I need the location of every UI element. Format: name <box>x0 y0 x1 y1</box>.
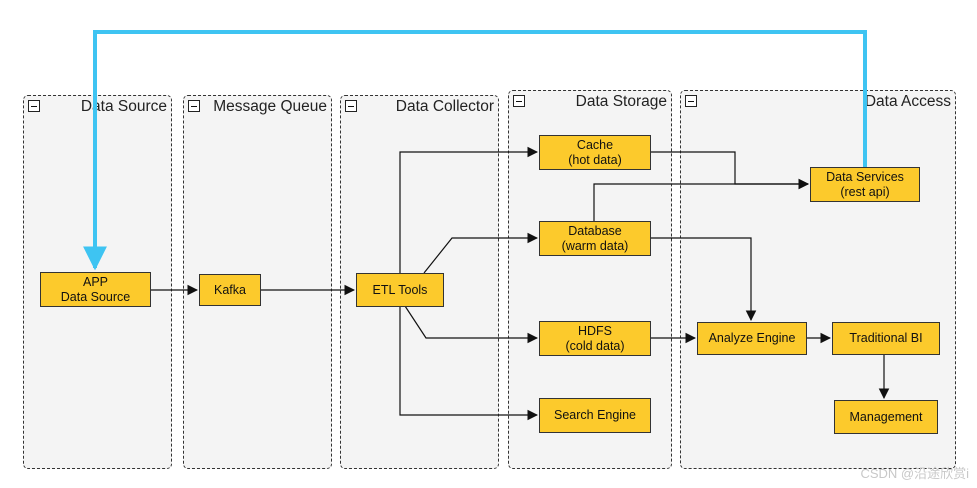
watermark: CSDN @沿途欣赏i <box>860 466 969 481</box>
node-management[interactable]: Management <box>834 400 938 434</box>
node-label: Cache <box>576 137 614 152</box>
collapse-minus-icon[interactable] <box>685 95 697 107</box>
node-label: Management <box>849 409 923 424</box>
node-database[interactable]: Database (warm data) <box>539 221 651 256</box>
node-label: HDFS <box>577 323 613 338</box>
lane-header: Message Queue <box>184 96 331 118</box>
node-label: (rest api) <box>840 184 890 199</box>
lane-header: Data Storage <box>509 91 671 113</box>
node-app-data-source[interactable]: APP Data Source <box>40 272 151 307</box>
lane-header: Data Access <box>681 91 955 113</box>
node-label: ETL Tools <box>372 282 428 297</box>
node-label: (hot data) <box>568 152 622 167</box>
node-cache[interactable]: Cache (hot data) <box>539 135 651 170</box>
node-analyze-engine[interactable]: Analyze Engine <box>697 322 807 355</box>
lane-title: Data Access <box>864 93 951 110</box>
node-label: (cold data) <box>565 338 625 353</box>
node-data-services[interactable]: Data Services (rest api) <box>810 167 920 202</box>
node-label: Analyze Engine <box>708 331 796 345</box>
lane-title: Data Source <box>80 98 167 115</box>
node-kafka[interactable]: Kafka <box>199 274 261 306</box>
node-label: Kafka <box>214 282 246 297</box>
node-label: Data Source <box>60 289 131 304</box>
collapse-minus-icon[interactable] <box>513 95 525 107</box>
node-hdfs[interactable]: HDFS (cold data) <box>539 321 651 356</box>
node-etl-tools[interactable]: ETL Tools <box>356 273 444 307</box>
node-label: Traditional BI <box>849 331 923 345</box>
node-label: (warm data) <box>561 238 629 253</box>
collapse-minus-icon[interactable] <box>345 100 357 112</box>
node-label: Data Services <box>826 169 904 184</box>
node-label: Database <box>568 223 622 238</box>
node-search-engine[interactable]: Search Engine <box>539 398 651 433</box>
lane-header: Data Source <box>24 96 171 118</box>
node-label: APP <box>82 274 108 289</box>
lane-title: Message Queue <box>213 98 327 115</box>
lane-header: Data Collector <box>341 96 498 118</box>
lane-title: Data Collector <box>395 98 494 115</box>
collapse-minus-icon[interactable] <box>28 100 40 112</box>
node-traditional-bi[interactable]: Traditional BI <box>832 322 940 355</box>
node-label: Search Engine <box>553 408 636 422</box>
collapse-minus-icon[interactable] <box>188 100 200 112</box>
lane-title: Data Storage <box>575 93 667 110</box>
